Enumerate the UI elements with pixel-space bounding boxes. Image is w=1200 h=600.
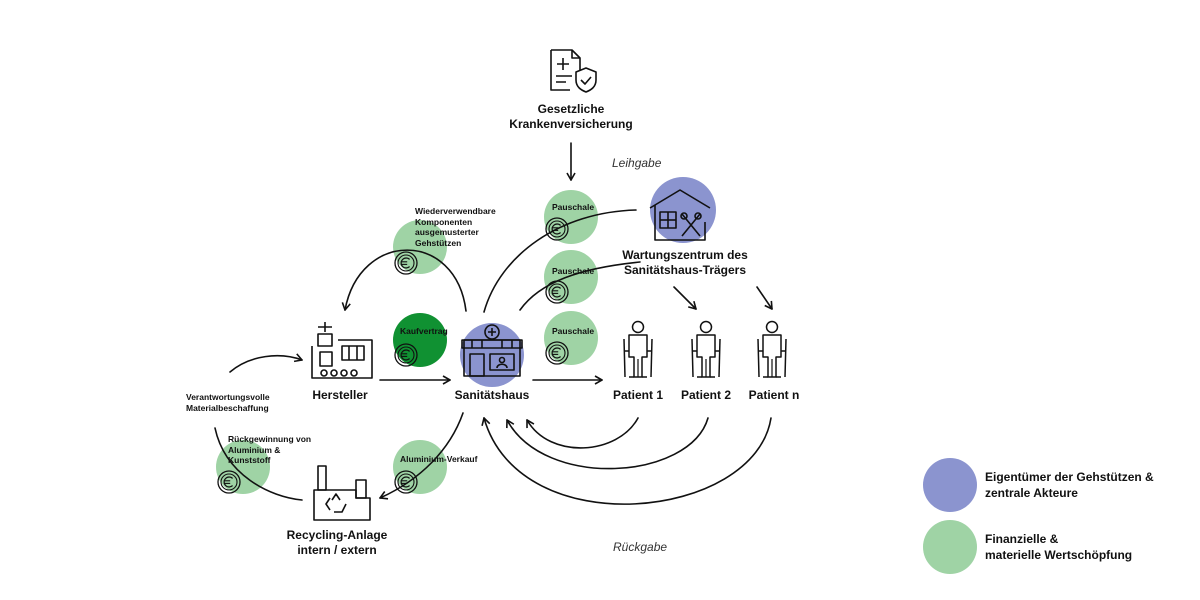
insurance-label: Gesetzliche Krankenversicherung — [509, 102, 633, 131]
arrow-return-patient-1 — [526, 417, 639, 449]
patient-crutches-icon — [623, 320, 653, 378]
arrow-return-patient-n — [481, 417, 772, 505]
patient-crutches-icon — [757, 320, 787, 378]
legend-swatch-value — [923, 520, 977, 574]
arrow-recycling-to-sourcing — [214, 427, 303, 501]
arrow-reusable-to-manufacturer — [341, 249, 467, 312]
patient-2-label: Patient 2 — [680, 388, 731, 402]
lending-label: Leihgabe — [612, 156, 662, 170]
return-label: Rückgabe — [613, 540, 668, 554]
arrow-service-to-patient-n — [756, 286, 773, 310]
recycling-label: Recycling-Anlage intern / extern — [286, 528, 388, 557]
flat-rate-label-3: Pauschale — [552, 326, 595, 336]
legend-value-label: Finanzielle & materielle Wertschöpfung — [985, 532, 1133, 562]
value-circle-flat-rate-2 — [544, 250, 598, 304]
legend-owner-label: Eigentümer der Gehstützen & zentrale Akt… — [985, 470, 1154, 500]
flat-rate-label-1: Pauschale — [552, 202, 595, 212]
sourcing-label: Verantwortungsvolle Materialbeschaffung — [186, 392, 270, 413]
factory-icon — [311, 322, 373, 379]
arrow-service-to-store — [519, 261, 641, 311]
arrow-service-to-patient-2 — [673, 286, 697, 310]
aluminium-sale-label: Aluminium-Verkauf — [400, 454, 478, 464]
flow-arrows — [214, 142, 773, 505]
arrow-sourcing-to-manufacturer — [229, 353, 303, 373]
flat-rate-label-2: Pauschale — [552, 266, 595, 276]
owner-circle-service-center — [650, 177, 716, 243]
insurance-document-icon — [550, 49, 597, 93]
recovery-label: Rückgewinnung von Aluminium & Kunststoff — [228, 434, 312, 465]
patient-1-label: Patient 1 — [612, 388, 663, 402]
legend-swatch-owner — [923, 458, 977, 512]
medical-store-label: Sanitätshaus — [454, 388, 530, 402]
value-circle-flat-rate-3 — [544, 311, 598, 365]
manufacturer-label: Hersteller — [312, 388, 368, 402]
arrow-store-to-service-center — [483, 209, 637, 313]
arrow-store-to-recycling — [379, 412, 464, 500]
repair-house-icon — [649, 189, 711, 241]
owner-circle-medical-store — [460, 323, 524, 387]
arrow-return-patient-2 — [506, 417, 709, 470]
patient-n-label: Patient n — [748, 388, 800, 402]
service-center-label: Wartungszentrum des Sanitätshaus-Trägers — [622, 248, 748, 277]
purchase-contract-label: Kaufvertrag — [400, 326, 448, 336]
value-circle-purchase-contract — [393, 313, 447, 367]
patient-crutches-icon — [691, 320, 721, 378]
store-icon — [461, 324, 523, 377]
value-circle-aluminium-sale — [393, 440, 447, 494]
reusable-components-label: Wiederverwendbare Komponenten ausgemuste… — [415, 206, 496, 248]
recycling-plant-icon — [313, 465, 371, 521]
value-circle-reusable — [393, 220, 447, 274]
